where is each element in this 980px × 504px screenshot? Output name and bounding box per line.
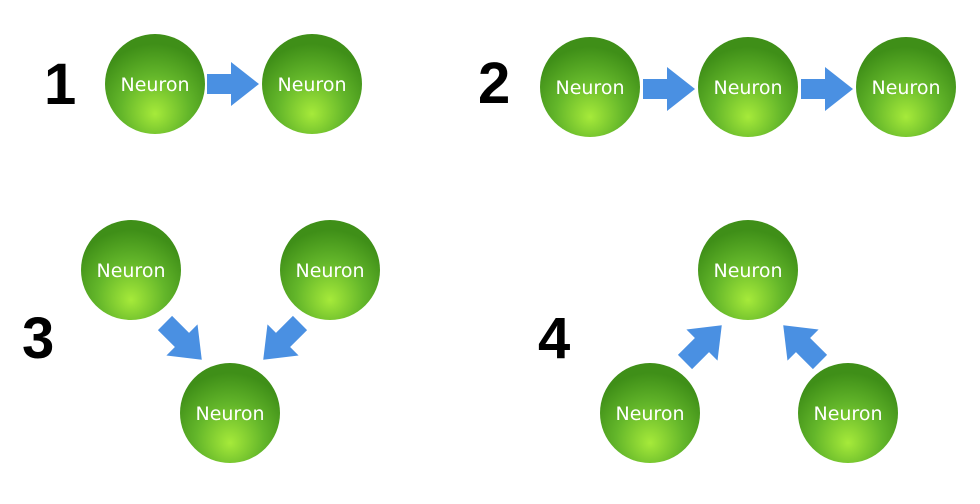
panel-1: Neuron Neuron — [105, 34, 362, 134]
panel-3: Neuron Neuron Neuron — [81, 220, 380, 463]
panel-2: Neuron Neuron Neuron — [540, 37, 956, 137]
panel-3-neuron-top-right: Neuron — [280, 220, 380, 320]
neuron-label: Neuron — [277, 74, 346, 96]
panel-4: Neuron Neuron Neuron — [600, 220, 898, 463]
panel-3-neuron-bottom: Neuron — [180, 363, 280, 463]
panel-1-neuron-b: Neuron — [262, 34, 362, 134]
neuron-label: Neuron — [615, 403, 684, 425]
panel-2-number: 2 — [478, 51, 510, 116]
panel-3-neuron-top-left: Neuron — [81, 220, 181, 320]
neuron-label: Neuron — [120, 74, 189, 96]
arrow-right — [643, 67, 695, 111]
panel-4-neuron-bottom-right: Neuron — [798, 363, 898, 463]
arrow-down-left — [247, 307, 316, 376]
panel-3-number: 3 — [22, 306, 54, 371]
panel-2-neuron-c: Neuron — [856, 37, 956, 137]
panel-1-neuron-a: Neuron — [105, 34, 205, 134]
neuron-label: Neuron — [713, 260, 782, 282]
neuron-label: Neuron — [555, 77, 624, 99]
arrow-down-right — [149, 307, 218, 376]
arrow-up-right — [669, 309, 738, 378]
neuron-label: Neuron — [295, 260, 364, 282]
arrow-right — [801, 67, 853, 111]
arrow-up-left — [767, 309, 836, 378]
panel-4-neuron-top: Neuron — [698, 220, 798, 320]
panel-2-neuron-b: Neuron — [698, 37, 798, 137]
neuron-label: Neuron — [96, 260, 165, 282]
panel-4-neuron-bottom-left: Neuron — [600, 363, 700, 463]
neuron-label: Neuron — [713, 77, 782, 99]
neuron-label: Neuron — [813, 403, 882, 425]
panel-1-number: 1 — [44, 52, 76, 117]
neuron-label: Neuron — [871, 77, 940, 99]
neuron-label: Neuron — [195, 403, 264, 425]
panel-2-neuron-a: Neuron — [540, 37, 640, 137]
panel-4-number: 4 — [538, 306, 570, 371]
arrow-right — [207, 62, 259, 106]
